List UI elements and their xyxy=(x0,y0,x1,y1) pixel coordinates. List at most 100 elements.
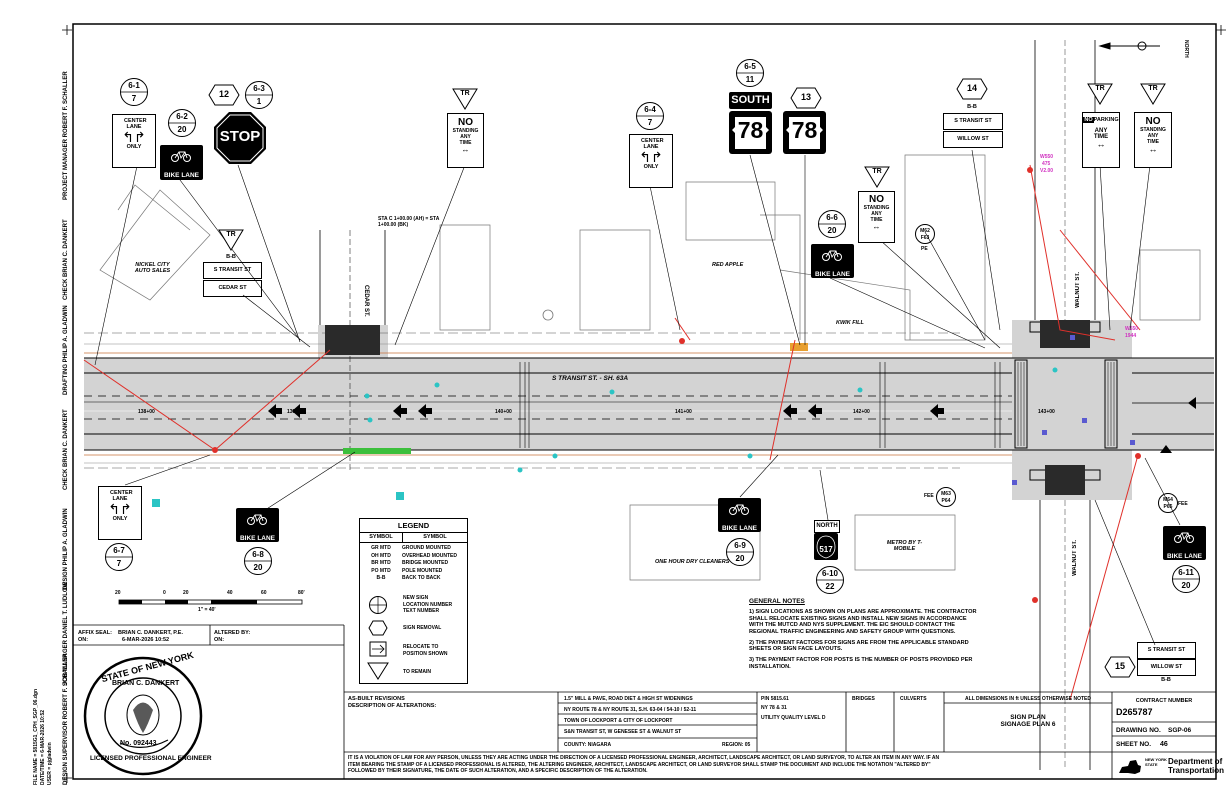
pole-m64: M64 P65 xyxy=(1158,493,1178,513)
route-517-text: 517 xyxy=(819,545,833,554)
station-142: 142+00 xyxy=(853,409,870,415)
fee-label-2: FEE xyxy=(1178,501,1188,507)
sign-6-9-top: 6-9 xyxy=(734,541,746,550)
sign-callout-6-4 xyxy=(636,102,664,130)
legend-code: GR MTD xyxy=(371,545,391,551)
center-lane-sign-2: CENTER LANE ↰↱ ONLY xyxy=(629,134,673,188)
tr-triangle-5 xyxy=(1140,83,1166,105)
tr-label-4: TR xyxy=(1095,85,1105,92)
legend-desc: POLE MOUNTED xyxy=(402,567,443,574)
county: COUNTY: NIAGARA xyxy=(564,742,612,748)
sign-6-6-bottom: 20 xyxy=(827,226,837,235)
remove-14-label: 14 xyxy=(966,83,977,93)
tr-triangle-3 xyxy=(864,166,890,188)
legend-code: B-B xyxy=(376,575,386,581)
culverts: CULVERTS xyxy=(900,696,927,702)
building-one-hour: ONE HOUR DRY CLEANERS xyxy=(655,559,730,565)
svg-text:W550: W550 xyxy=(1125,326,1138,332)
tr-label-2: TR xyxy=(226,231,236,238)
south-plaque: SOUTH xyxy=(729,92,772,109)
sign-callout-6-8 xyxy=(244,547,272,575)
building-kwik-fill: KWIK FILL xyxy=(836,320,864,326)
general-notes-title: GENERAL NOTES xyxy=(749,598,805,605)
nys-map-icon xyxy=(1119,760,1141,774)
affix-on: ON: xyxy=(78,637,89,643)
sign-6-3-top: 6-3 xyxy=(253,84,265,93)
note-2: 2) THE PAYMENT FACTORS FOR SIGNS ARE FRO… xyxy=(749,639,969,653)
legend-desc: BACK TO BACK xyxy=(402,575,441,581)
legend-col1: SYMBOL xyxy=(360,533,403,542)
scale-tick: 40 xyxy=(227,590,233,596)
station-138: 138+00 xyxy=(138,409,155,415)
pole-m63: M63 P64 xyxy=(936,487,956,507)
general-notes: GENERAL NOTES 1) SIGN LOCATIONS AS SHOWN… xyxy=(749,598,981,670)
tr-label-5: TR xyxy=(1148,85,1158,92)
sign-6-7-bottom: 7 xyxy=(116,559,122,568)
remove-13-label: 13 xyxy=(800,92,811,102)
dimensions-note: ALL DIMENSIONS IN ft UNLESS OTHERWISE NO… xyxy=(965,696,1091,702)
legend-box: LEGEND SYMBOL SYMBOL GR MTD OH MTD BR MT… xyxy=(359,518,468,684)
remove-15-label: 15 xyxy=(1114,661,1125,671)
legend-desc: BRIDGE MOUNTED xyxy=(402,560,449,566)
street-sign-cedar: CEDAR ST xyxy=(203,280,262,297)
north-plaque: NORTH xyxy=(814,520,840,533)
legend-desc: OVERHEAD MOUNTED xyxy=(402,552,458,559)
scale-tick: 60 xyxy=(261,590,267,596)
scale-bar xyxy=(118,599,303,605)
sign-callout-6-5 xyxy=(736,59,764,87)
center-lane-sign-1: CENTER LANE ↰↱ ONLY xyxy=(112,114,156,168)
scale-label: 1" = 40' xyxy=(198,607,216,613)
sign-6-10-bottom: 22 xyxy=(825,582,835,591)
seal-number: No. 092443 xyxy=(120,740,157,747)
fee-label-1: FEE xyxy=(924,493,934,499)
affix-seal: AFFIX SEAL: xyxy=(78,630,112,636)
station-141: 141+00 xyxy=(675,409,692,415)
seal-bottom-text: LICENSED PROFESSIONAL ENGINEER xyxy=(90,755,212,762)
sign-6-4-top: 6-4 xyxy=(644,105,656,114)
street-sign-willow-2: WILLOW ST xyxy=(1137,659,1196,676)
legend-relocate-icon xyxy=(369,641,387,657)
bike-lane-sign-3: BIKE LANE xyxy=(236,508,279,542)
sign-callout-6-9 xyxy=(726,538,754,566)
project-line-2: NY ROUTE 78 & NY ROUTE 31, S.H. 63-04 / … xyxy=(564,707,697,713)
nys-logo-text: NEW YORK STATE xyxy=(1145,757,1167,767)
sign-callout-6-2 xyxy=(168,109,196,137)
center-lane-sign-3: CENTER LANE ↰↱ ONLY xyxy=(98,486,142,540)
sign-callout-6-10 xyxy=(816,566,844,594)
sign-6-9-bottom: 20 xyxy=(735,554,745,563)
building-metro: METRO BY T-MOBILE xyxy=(886,540,923,552)
pin: PIN 5815.61 xyxy=(761,696,789,702)
utility-quality: UTILITY QUALITY LEVEL D xyxy=(761,715,826,721)
sheet-title-2: SIGNAGE PLAN 6 xyxy=(1000,721,1056,728)
sign-6-11-top: 6-11 xyxy=(1178,568,1194,577)
legend-title: LEGEND xyxy=(360,519,467,533)
legend-relocate: RELOCATE TO POSITION SHOWN xyxy=(403,644,448,657)
project-line-4: S&N TRANSIT ST, W GENESEE ST & WALNUT ST xyxy=(564,729,682,735)
station-139: 139+00 xyxy=(287,409,304,415)
sign-6-10-top: 6-10 xyxy=(821,569,838,578)
contract-number: D265787 xyxy=(1116,707,1153,717)
pole-m62: M62 F63 xyxy=(915,224,935,244)
street-sign-s-transit-2: S TRANSIT ST xyxy=(943,113,1003,130)
legend-code: BR MTD xyxy=(371,560,391,566)
street-sign-s-transit-1: S TRANSIT ST xyxy=(203,262,262,279)
remove-callout-15 xyxy=(1104,656,1136,678)
tr-triangle-1 xyxy=(452,88,478,110)
project-line-3: TOWN OF LOCKPORT & CITY OF LOCKPORT xyxy=(564,718,673,724)
project-line-1: 1.5" MILL & PAVE, ROAD DIET & HIGH ST WI… xyxy=(564,696,693,702)
legend-code: PO MTD xyxy=(371,567,391,574)
legend-removal: SIGN REMOVAL xyxy=(403,625,442,631)
sign-6-5-top: 6-5 xyxy=(744,62,756,71)
sign-6-1-top: 6-1 xyxy=(128,81,140,90)
sign-6-6-top: 6-6 xyxy=(826,213,838,222)
sign-6-1-bottom: 7 xyxy=(131,94,137,103)
tr-triangle-2 xyxy=(218,229,244,251)
street-label-transit: S TRANSIT ST. - SH. 63A xyxy=(552,375,629,382)
sta-equation: STA C 1+00.00 (AH) = STA 1+00.00 (BK) xyxy=(378,216,440,228)
no-standing-sign-2: NO STANDING ANY TIME ↔ xyxy=(858,191,895,243)
sign-6-11-bottom: 20 xyxy=(1181,581,1191,590)
route-78-shield-1 xyxy=(729,111,772,154)
building-red-apple: RED APPLE xyxy=(712,262,744,268)
